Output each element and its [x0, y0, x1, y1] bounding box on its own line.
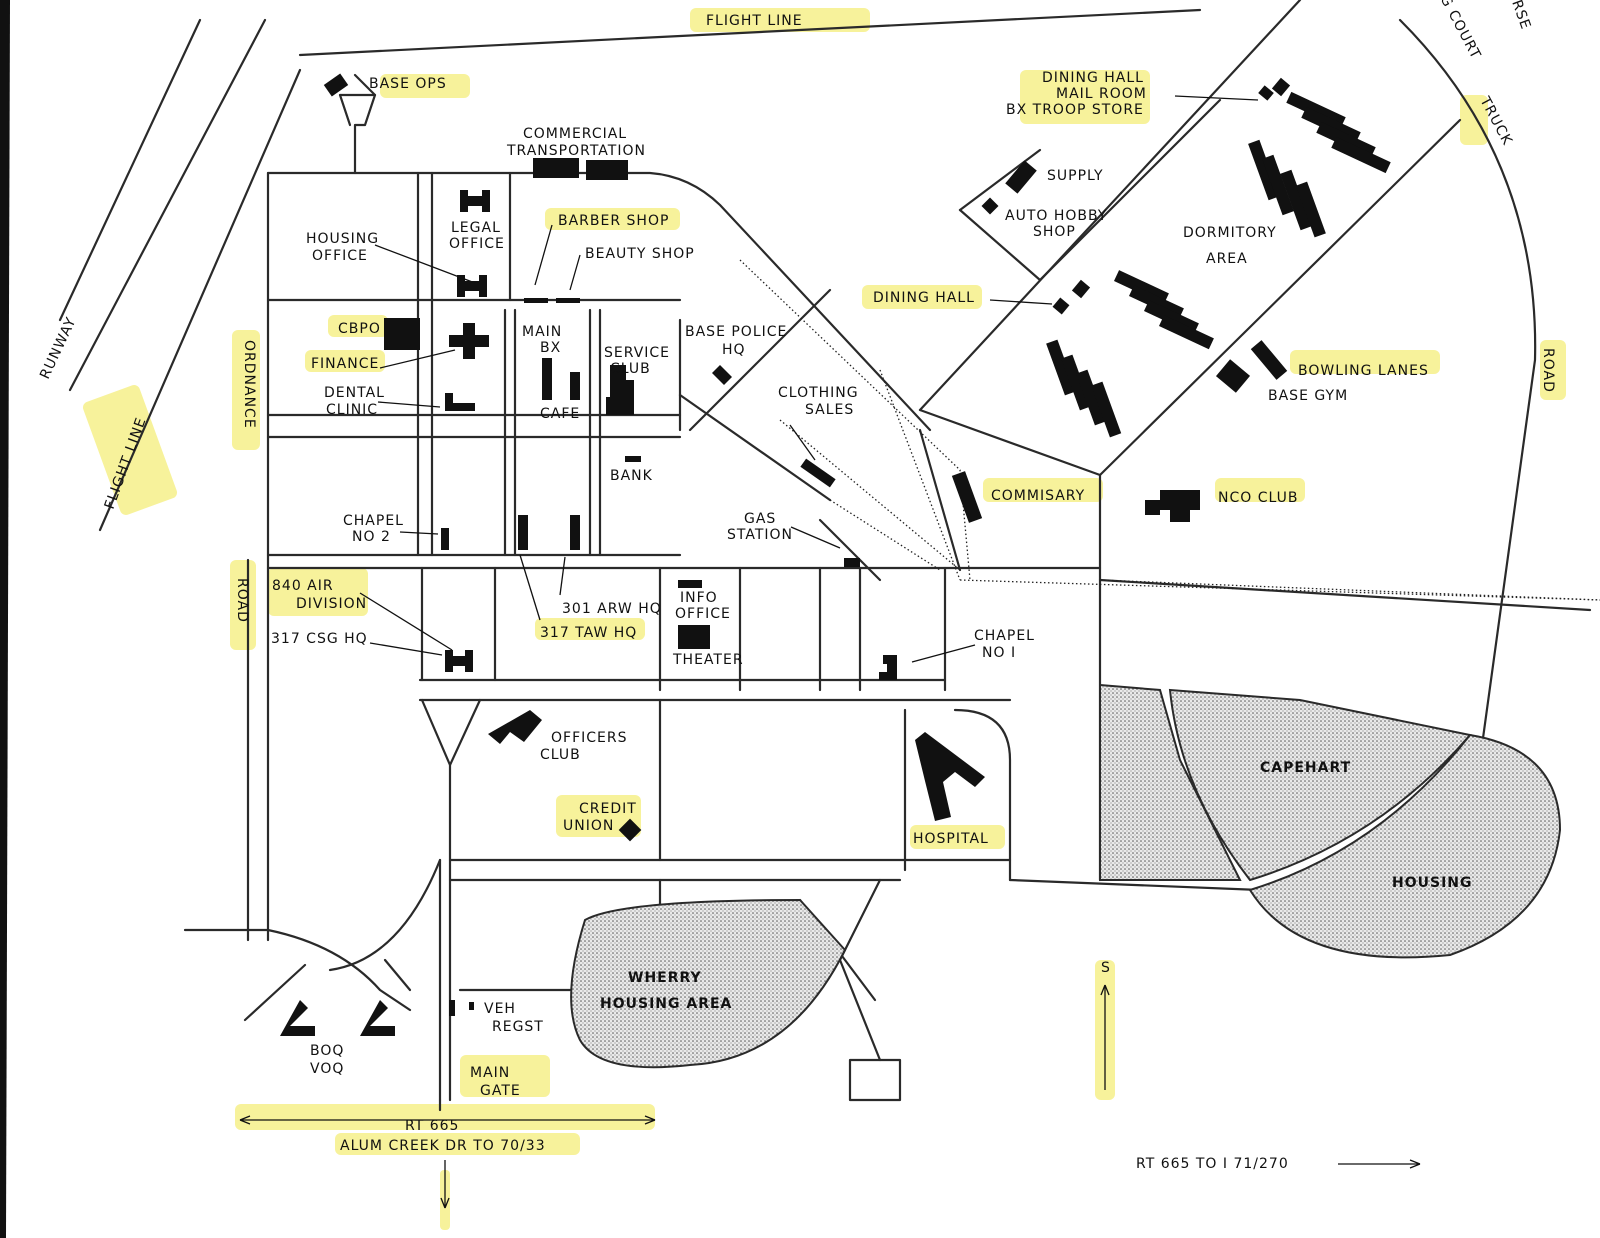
- main-gate-label-1: MAIN: [470, 1065, 510, 1081]
- ordnance-label: ORDNANCE: [241, 340, 257, 429]
- dining-hall-label: DINING HALL: [873, 290, 975, 306]
- chapel-2-label-1: CHAPEL: [343, 513, 404, 529]
- credit-union-label-2: UNION: [563, 818, 614, 834]
- main-bx-label-1: MAIN: [522, 324, 562, 340]
- dental-clinic-label-2: CLINIC: [326, 402, 378, 418]
- beauty-shop-label: BEAUTY SHOP: [585, 246, 695, 262]
- taw-hq-label: 317 TAW HQ: [540, 625, 637, 641]
- cbpo-label: CBPO: [338, 321, 381, 337]
- housing-office-label-2: OFFICE: [312, 248, 368, 264]
- service-club-label-2: CLUB: [610, 361, 651, 377]
- legal-office-label-1: LEGAL: [451, 220, 501, 236]
- clothing-sales-label-1: CLOTHING: [778, 385, 859, 401]
- base-police-label-2: HQ: [722, 342, 746, 358]
- hospital-label: HOSPITAL: [913, 831, 989, 847]
- bowling-lanes-label: BOWLING LANES: [1298, 363, 1429, 379]
- base-police-label-1: BASE POLICE: [685, 324, 787, 340]
- officers-club-label-1: OFFICERS: [551, 730, 628, 746]
- wherry-label-2: HOUSING AREA: [600, 996, 732, 1012]
- csg-hq-label: 317 CSG HQ: [271, 631, 368, 647]
- alum-creek-label: ALUM CREEK DR TO 70/33: [340, 1138, 546, 1154]
- dining-mail-label-1: DINING HALL: [1042, 70, 1144, 86]
- commisary-label: COMMISARY: [991, 488, 1085, 504]
- chapel-2-label-2: NO 2: [352, 529, 391, 545]
- cafe-label: CAFE: [540, 406, 580, 422]
- bank-label: BANK: [610, 468, 653, 484]
- dining-mail-label-2: MAIL ROOM: [1056, 86, 1147, 102]
- clothing-sales-label-2: SALES: [805, 402, 854, 418]
- boq-label: BOQ: [310, 1043, 344, 1059]
- veh-regst-label-1: VEH: [484, 1001, 516, 1017]
- corner-label-1: RSE: [1508, 0, 1533, 32]
- gas-station-label-2: STATION: [727, 527, 793, 543]
- dental-clinic-label-1: DENTAL: [324, 385, 385, 401]
- service-club-label-1: SERVICE: [604, 345, 670, 361]
- corner-label-2: G COURT: [1436, 0, 1483, 62]
- air-division-label-2: DIVISION: [296, 596, 367, 612]
- north-s-label: S: [1101, 960, 1111, 976]
- road-left-label: ROAD: [234, 578, 250, 623]
- wherry-label-1: WHERRY: [628, 970, 702, 986]
- capehart-label: CAPEHART: [1260, 760, 1351, 776]
- gas-station-label-1: GAS: [744, 511, 776, 527]
- housing-areas: [570, 683, 1562, 1069]
- highlight-layer: [82, 8, 1566, 1230]
- chapel-1-label-2: NO I: [982, 645, 1016, 661]
- nco-club-label: NCO CLUB: [1218, 490, 1298, 506]
- theater-label: THEATER: [672, 652, 744, 668]
- housing-label: HOUSING: [1392, 875, 1473, 891]
- supply-label: SUPPLY: [1047, 168, 1104, 184]
- housing-office-label-1: HOUSING: [306, 231, 379, 247]
- dormitory-label-1: DORMITORY: [1183, 225, 1277, 241]
- road-right-label: ROAD: [1540, 348, 1556, 393]
- auto-hobby-label-1: AUTO HOBBY: [1005, 208, 1107, 224]
- dormitory-label-2: AREA: [1206, 251, 1248, 267]
- label-pointers: [239, 95, 1421, 1209]
- auto-hobby-label-2: SHOP: [1033, 224, 1076, 240]
- barber-shop-label: BARBER SHOP: [558, 213, 669, 229]
- commercial-label: COMMERCIAL: [523, 126, 627, 142]
- runway-label: RUNWAY: [37, 315, 80, 382]
- finance-label: FINANCE: [311, 356, 379, 372]
- voq-label: VOQ: [310, 1061, 344, 1077]
- main-bx-label-2: BX: [540, 340, 561, 356]
- transportation-label: TRANSPORTATION: [506, 143, 646, 159]
- main-gate-label-2: GATE: [480, 1083, 521, 1099]
- road-network: [183, 18, 1592, 1112]
- credit-union-label-1: CREDIT: [579, 801, 637, 817]
- rt665-i71-label: RT 665 TO I 71/270: [1136, 1156, 1289, 1172]
- runway-lines: [58, 0, 1302, 532]
- base-ops-label: BASE OPS: [369, 76, 447, 92]
- rt665-label: RT 665: [405, 1118, 459, 1134]
- base-gym-label: BASE GYM: [1268, 388, 1348, 404]
- chapel-1-label-1: CHAPEL: [974, 628, 1035, 644]
- info-office-label-2: OFFICE: [675, 606, 731, 622]
- railroad-tracks: [739, 259, 1600, 601]
- scan-edge: [0, 0, 10, 1238]
- air-division-label-1: 840 AIR: [272, 578, 334, 594]
- veh-regst-label-2: REGST: [492, 1019, 544, 1035]
- map-labels: FLIGHT LINE FLIGHT LINE RUNWAY BASE OPS …: [37, 0, 1556, 1172]
- buildings: [280, 73, 1391, 1036]
- flight-line-top-label: FLIGHT LINE: [706, 13, 803, 29]
- arw-hq-label: 301 ARW HQ: [562, 601, 662, 617]
- legal-office-label-2: OFFICE: [449, 236, 505, 252]
- info-office-label-1: INFO: [680, 590, 718, 606]
- officers-club-label-2: CLUB: [540, 747, 581, 763]
- dining-mail-label-3: BX TROOP STORE: [1006, 102, 1144, 118]
